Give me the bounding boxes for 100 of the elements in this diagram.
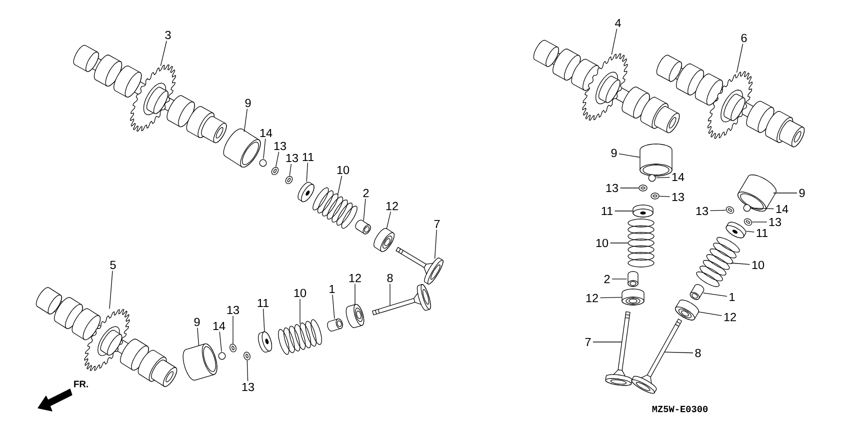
camshaft-drawing bbox=[656, 54, 805, 148]
callout-number: 12 bbox=[349, 274, 361, 282]
tappet-drawing bbox=[182, 343, 218, 381]
callout-number: 13 bbox=[696, 206, 708, 216]
callout-number: 10 bbox=[752, 260, 764, 270]
leader-line bbox=[773, 192, 798, 194]
leader-line bbox=[354, 284, 356, 305]
callout-number: 14 bbox=[213, 322, 226, 330]
callout-number: 13 bbox=[286, 154, 298, 162]
shim-drawing bbox=[743, 204, 751, 212]
callout-number: 10 bbox=[337, 166, 350, 174]
callout-number: 5 bbox=[110, 260, 116, 270]
leader-line bbox=[658, 196, 670, 197]
valve-drawing bbox=[372, 284, 431, 316]
cotter-drawing bbox=[726, 206, 734, 214]
tappet-drawing bbox=[640, 144, 672, 176]
spring-drawing bbox=[278, 319, 322, 355]
callout-number: 11 bbox=[258, 298, 269, 308]
cotter-drawing bbox=[244, 352, 250, 360]
cotter-drawing bbox=[650, 192, 660, 200]
spring-drawing bbox=[628, 218, 654, 268]
leader-line bbox=[232, 316, 234, 344]
callout-number: 10 bbox=[596, 238, 608, 248]
leader-line bbox=[160, 40, 167, 66]
leader-line bbox=[337, 176, 342, 196]
retainer-drawing bbox=[258, 331, 272, 353]
seal-drawing bbox=[327, 318, 343, 332]
callout-number: 13 bbox=[227, 306, 239, 314]
leader-line bbox=[614, 210, 633, 212]
leader-line bbox=[386, 212, 391, 230]
seat-drawing bbox=[674, 300, 700, 320]
tappet-drawing bbox=[223, 128, 261, 168]
cotter-drawing bbox=[638, 184, 648, 192]
camshaft-drawing bbox=[533, 40, 680, 134]
leader-line bbox=[664, 352, 694, 354]
callout-number: 13 bbox=[606, 184, 618, 192]
seat-drawing bbox=[373, 228, 395, 252]
callout-number: 6 bbox=[741, 34, 747, 42]
retainer-drawing bbox=[298, 182, 314, 202]
callout-number: 13 bbox=[274, 142, 286, 150]
callout-number: 11 bbox=[602, 206, 613, 216]
seal-drawing bbox=[355, 220, 371, 234]
leader-line bbox=[276, 152, 280, 168]
figure-code: MZ5W-E0300 bbox=[652, 406, 708, 412]
callout-number: 13 bbox=[242, 382, 254, 392]
leader-line bbox=[262, 308, 265, 332]
seat-drawing bbox=[346, 304, 364, 328]
callout-number: 7 bbox=[434, 220, 440, 228]
leader-line bbox=[600, 296, 622, 298]
cotter-drawing bbox=[285, 176, 293, 184]
direction-label: FR. bbox=[74, 380, 88, 388]
leader-line bbox=[197, 328, 200, 346]
leader-line bbox=[289, 164, 292, 176]
leader-line bbox=[246, 360, 248, 382]
callout-number: 9 bbox=[194, 318, 200, 326]
shim-drawing bbox=[218, 352, 226, 360]
camshaft-drawing bbox=[73, 44, 227, 144]
callout-number: 11 bbox=[756, 228, 768, 238]
leader-line bbox=[332, 294, 335, 320]
leader-line bbox=[263, 138, 266, 160]
cotter-drawing bbox=[744, 218, 752, 226]
callout-number: 14 bbox=[260, 128, 272, 138]
camshaft-drawing bbox=[36, 287, 178, 387]
leader-line bbox=[702, 292, 728, 297]
callout-number: 9 bbox=[245, 98, 251, 108]
valve-drawing bbox=[396, 246, 444, 284]
callout-number: 13 bbox=[769, 218, 782, 226]
leader-line bbox=[656, 177, 670, 178]
leader-line bbox=[730, 262, 750, 265]
retainer-drawing bbox=[632, 204, 654, 218]
valve-drawing bbox=[631, 318, 682, 394]
callout-number: 8 bbox=[387, 274, 393, 282]
callout-number: 9 bbox=[799, 188, 805, 198]
callout-number: 10 bbox=[294, 288, 306, 298]
callout-number: 1 bbox=[330, 284, 335, 294]
callout-number: 1 bbox=[730, 292, 735, 302]
retainer-drawing bbox=[726, 222, 746, 238]
callout-number: 2 bbox=[363, 188, 369, 198]
callout-number: 14 bbox=[776, 204, 788, 214]
leader-line bbox=[244, 108, 248, 132]
leader-line bbox=[618, 154, 640, 158]
callout-number: 12 bbox=[386, 202, 398, 210]
leader-line bbox=[612, 278, 628, 280]
seal-drawing bbox=[690, 284, 704, 300]
leader-line bbox=[751, 208, 774, 210]
leader-line bbox=[736, 44, 744, 73]
shim-drawing bbox=[259, 159, 267, 167]
callout-number: 13 bbox=[672, 192, 684, 202]
seat-drawing bbox=[622, 288, 644, 306]
seal-drawing bbox=[628, 271, 638, 287]
valve-drawing bbox=[605, 311, 632, 386]
callout-number: 8 bbox=[695, 348, 701, 358]
leader-line bbox=[219, 331, 222, 352]
leader-line bbox=[710, 210, 726, 212]
callout-number: 3 bbox=[165, 30, 171, 40]
callout-number: 12 bbox=[586, 294, 598, 302]
tappet-drawing bbox=[738, 174, 777, 212]
callout-number: 4 bbox=[615, 18, 621, 28]
callout-number: 9 bbox=[611, 148, 617, 158]
leader-line bbox=[306, 162, 308, 182]
